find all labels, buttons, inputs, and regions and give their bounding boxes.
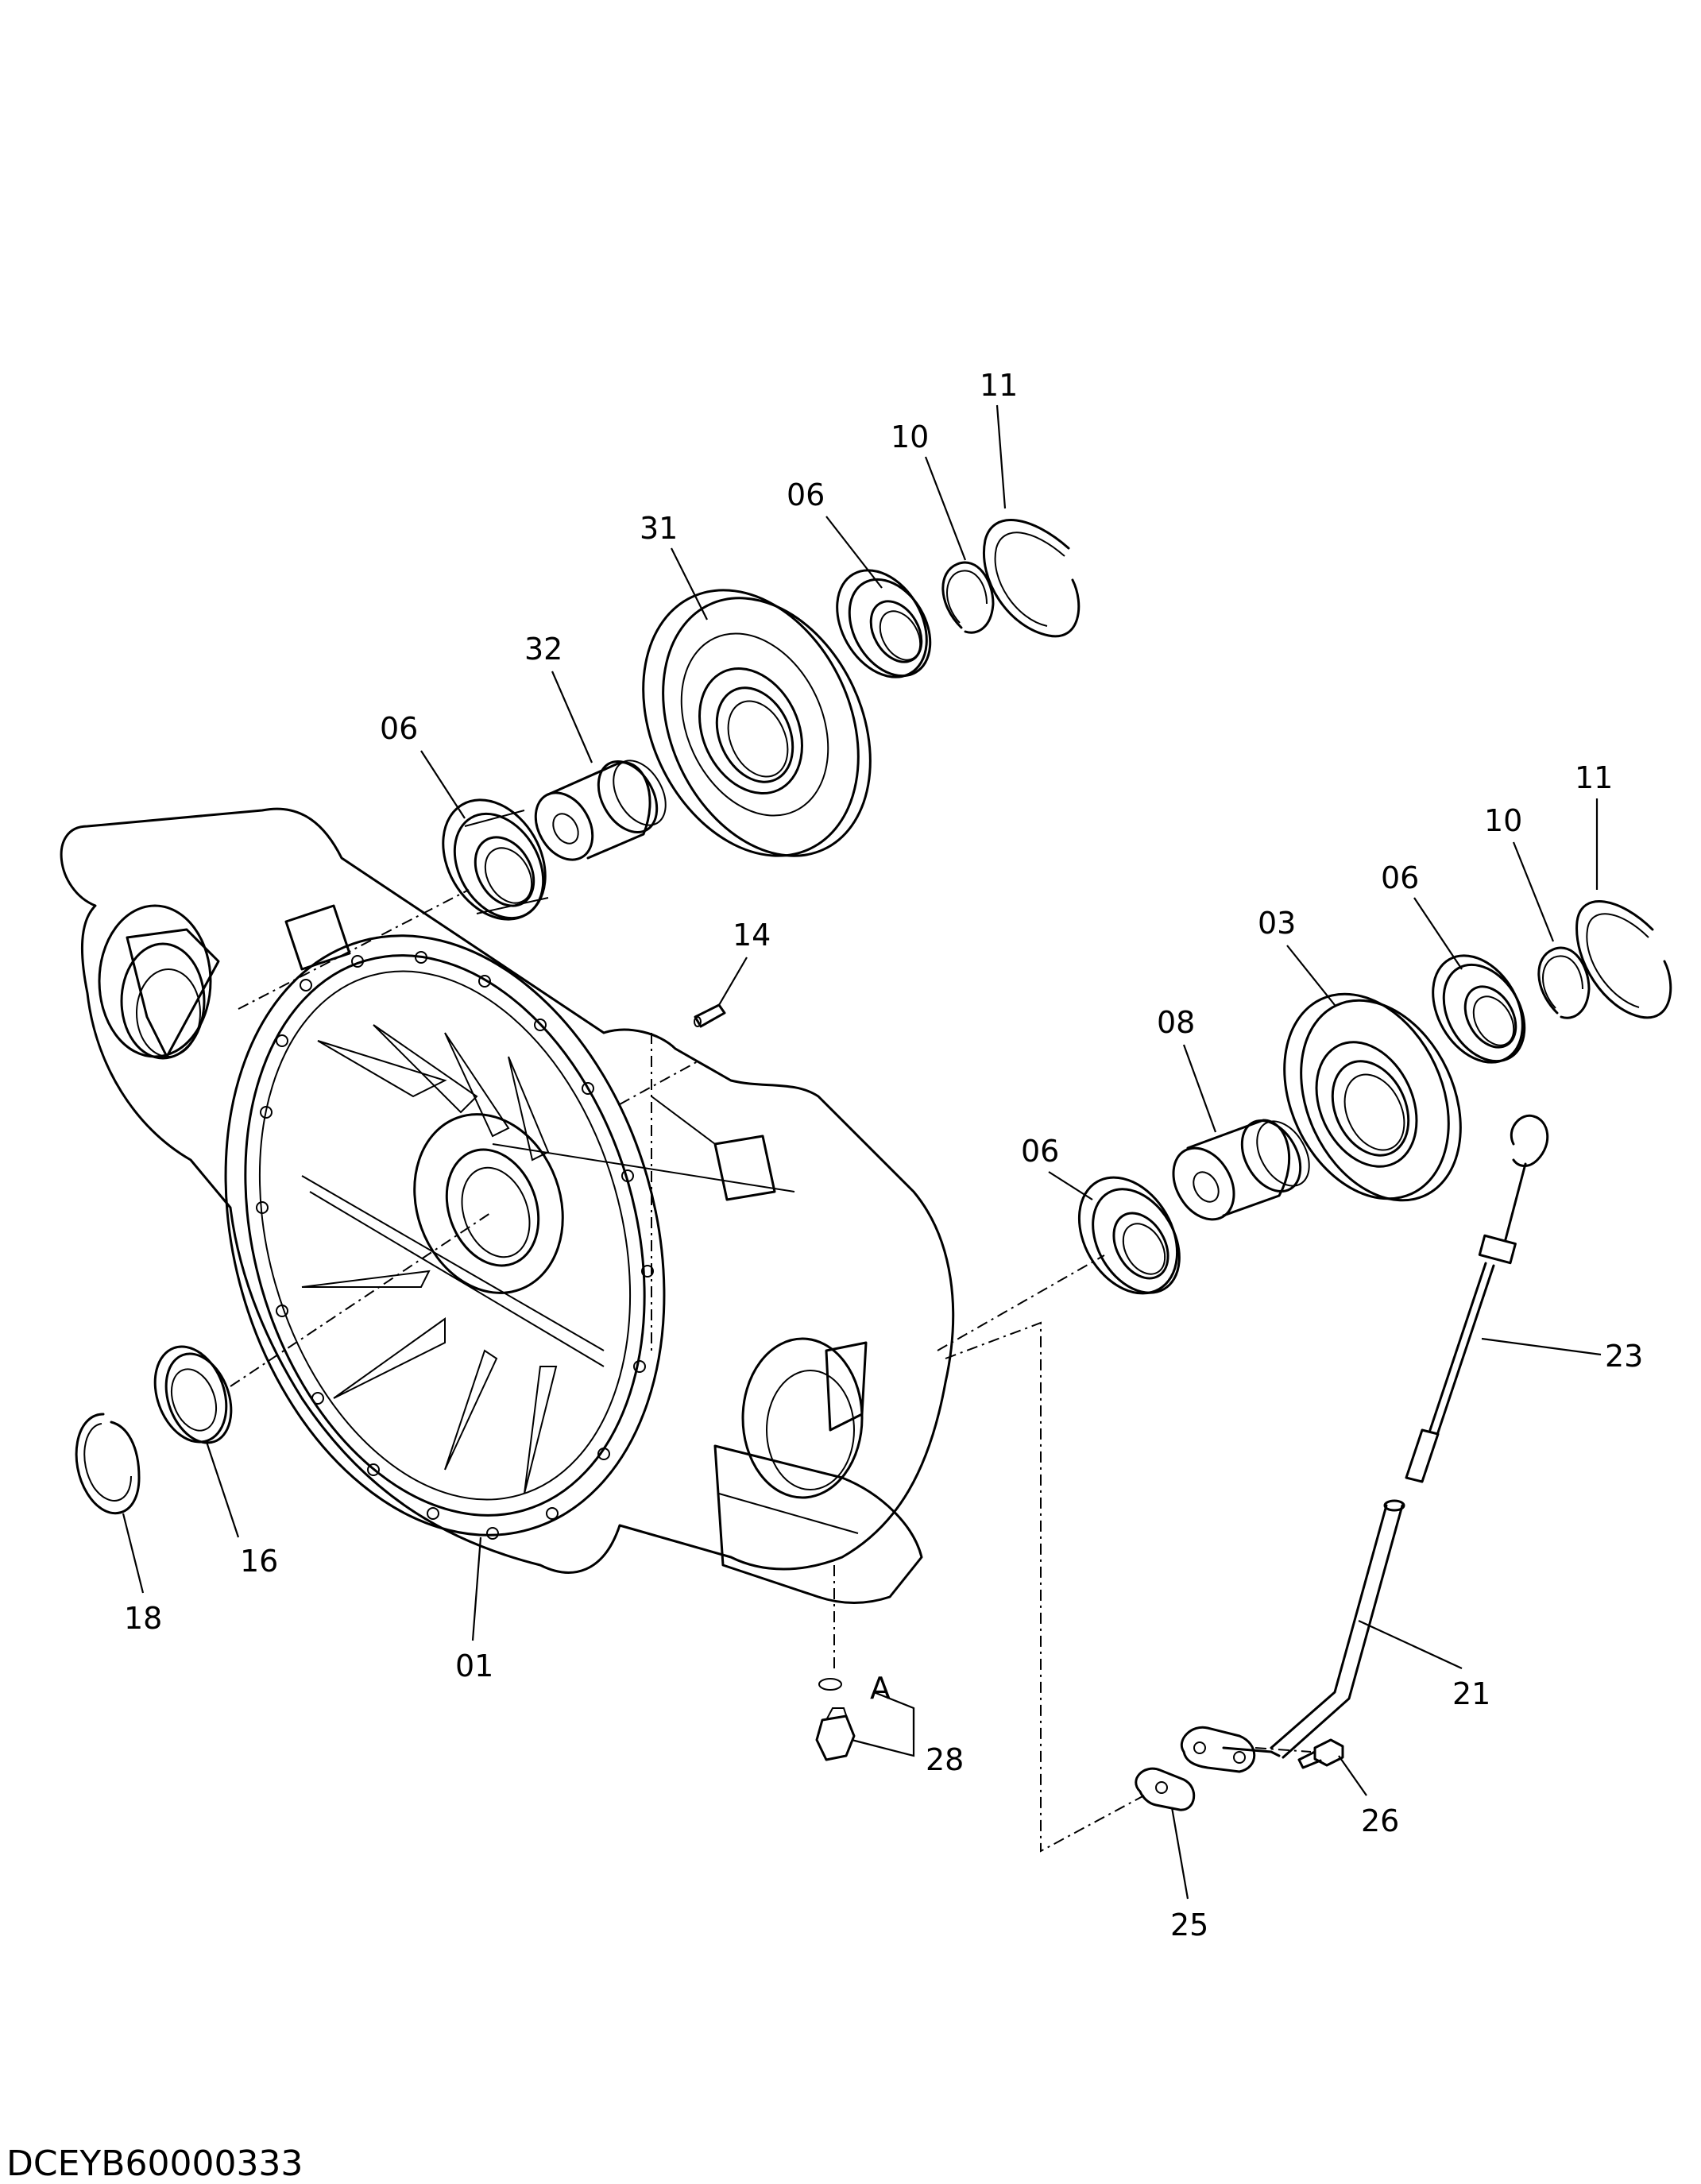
drain-plug-part-28 — [815, 1678, 856, 1761]
callout-03: 03 — [1258, 906, 1296, 941]
dipstick-tube-part-21 — [1180, 1499, 1405, 1773]
callout-06-upper-right: 06 — [787, 477, 825, 512]
callout-labels: 11 10 06 31 32 06 14 11 10 06 03 08 06 2… — [124, 368, 1643, 1942]
circlip-part-10-lower — [1537, 946, 1591, 1019]
callout-10-upper: 10 — [891, 419, 929, 454]
gasket-part-25 — [1135, 1767, 1196, 1811]
transmission-housing-part-01 — [60, 807, 955, 1604]
callout-06-upper-left: 06 — [380, 711, 418, 746]
dipstick-part-23 — [1405, 1114, 1549, 1483]
callout-32: 32 — [524, 632, 562, 667]
callout-31: 31 — [640, 511, 678, 546]
snap-ring-part-18 — [75, 1413, 141, 1515]
callout-18: 18 — [124, 1601, 162, 1636]
callout-16: 16 — [240, 1544, 278, 1579]
document-id: DCEYB60000333 — [6, 2143, 303, 2184]
oil-seal-part-16 — [153, 1345, 233, 1444]
hub-part-08 — [1172, 1119, 1310, 1221]
callout-10-lower: 10 — [1484, 803, 1522, 838]
pulley-part-03 — [1283, 992, 1462, 1202]
callout-28: 28 — [926, 1742, 964, 1777]
bearing-part-06-upper-right — [836, 569, 932, 678]
callout-08: 08 — [1157, 1005, 1195, 1040]
dowel-pin-part-14 — [694, 1003, 726, 1028]
callout-06-lower-left: 06 — [1021, 1134, 1059, 1169]
callout-26: 26 — [1361, 1803, 1399, 1838]
callout-06-lower-right: 06 — [1381, 860, 1419, 895]
callout-23: 23 — [1605, 1339, 1643, 1374]
bearing-part-06-upper-left — [442, 798, 549, 921]
hub-part-32 — [534, 760, 667, 861]
callout-11-upper: 11 — [980, 368, 1018, 403]
callout-21: 21 — [1452, 1676, 1490, 1711]
bearing-part-06-lower-left — [1077, 1176, 1181, 1295]
callout-11-lower: 11 — [1575, 760, 1613, 795]
pulley-part-31 — [642, 589, 872, 857]
assembly-centerlines — [230, 889, 1312, 1853]
callout-a: A — [870, 1671, 891, 1706]
bolt-part-26 — [1297, 1738, 1344, 1769]
snap-ring-part-11-upper — [983, 519, 1081, 638]
snap-ring-part-11-lower — [1575, 900, 1672, 1019]
callout-leaders — [122, 404, 1602, 1900]
callout-25: 25 — [1170, 1908, 1208, 1942]
callout-01: 01 — [455, 1649, 493, 1683]
callout-14: 14 — [733, 918, 771, 953]
circlip-part-10-upper — [941, 561, 995, 634]
bearing-part-06-lower-right — [1432, 954, 1526, 1064]
